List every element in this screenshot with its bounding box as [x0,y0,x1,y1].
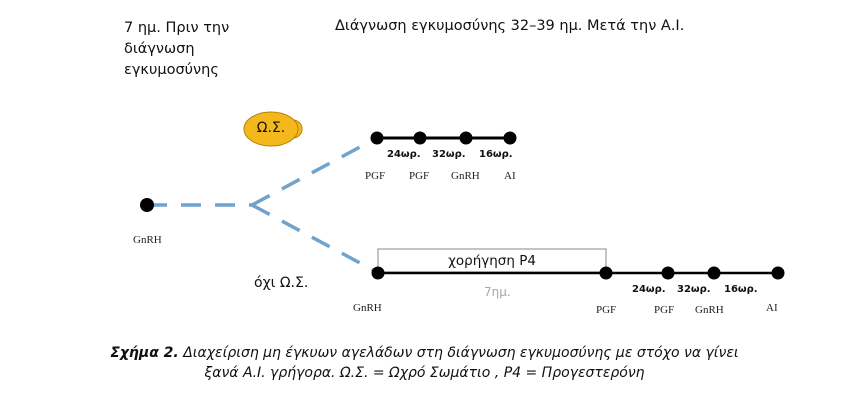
lower-node [771,266,785,280]
header-left-line: 7 ημ. Πριν την [124,20,230,36]
p4-duration-label: 7ημ. [484,285,511,299]
lower-interval-label: 32ωρ. [677,284,711,295]
upper-node [370,131,384,145]
lower-node [661,266,675,280]
no-cl-label: όχι Ω.Σ. [254,275,309,291]
upper-interval-label: 24ωρ. [387,149,421,160]
caption-text: Διαχείριση μη έγκυων αγελάδων στη διάγνω… [178,345,739,361]
upper-node [459,131,473,145]
upper-node [503,131,517,145]
upper-node [413,131,427,145]
upper-step-label: GnRH [451,170,480,182]
lower-node [371,266,385,280]
caption-line-2: ξανά Α.Ι. γρήγορα. Ω.Σ. = Ωχρό Σωμάτιο ,… [204,365,645,381]
start-gnrh-label: GnRH [133,234,162,246]
caption-line-1: Σχήμα 2. Διαχείριση μη έγκυων αγελάδων σ… [0,343,849,363]
upper-step-label: PGF [365,170,386,182]
cl-badge-label: Ω.Σ. [256,120,286,136]
p4-treatment-label: χορήγηση P4 [448,253,536,269]
lower-node [707,266,721,280]
upper-interval-label: 32ωρ. [432,149,466,160]
header-left-line: διάγνωση [124,41,195,57]
upper-dashed-branch [251,138,374,207]
lower-step-label: PGF [654,304,675,316]
cl-badge [243,111,299,147]
upper-interval-label: 16ωρ. [479,149,513,160]
start-node [140,198,154,212]
upper-step-label: AI [504,170,516,182]
header-left: 7 ημ. Πριν την διάγνωση εγκυμοσύνης [124,18,244,81]
lower-step-label: AI [766,302,778,314]
header-right: Διάγνωση εγκυμοσύνης 32–39 ημ. Μετά την … [335,18,685,34]
upper-step-label: PGF [409,170,430,182]
lower-interval-label: 24ωρ. [632,284,666,295]
lower-step-label: PGF [596,304,617,316]
lower-step-label: GnRH [695,304,724,316]
lower-dashed-branch [251,203,374,272]
lower-start-label: GnRH [353,302,382,314]
header-left-line: εγκυμοσύνης [124,62,219,78]
lower-interval-label: 16ωρ. [724,284,758,295]
lower-node [599,266,613,280]
figure-caption: Σχήμα 2. Διαχείριση μη έγκυων αγελάδων σ… [0,343,849,383]
caption-prefix: Σχήμα 2. [110,345,179,361]
